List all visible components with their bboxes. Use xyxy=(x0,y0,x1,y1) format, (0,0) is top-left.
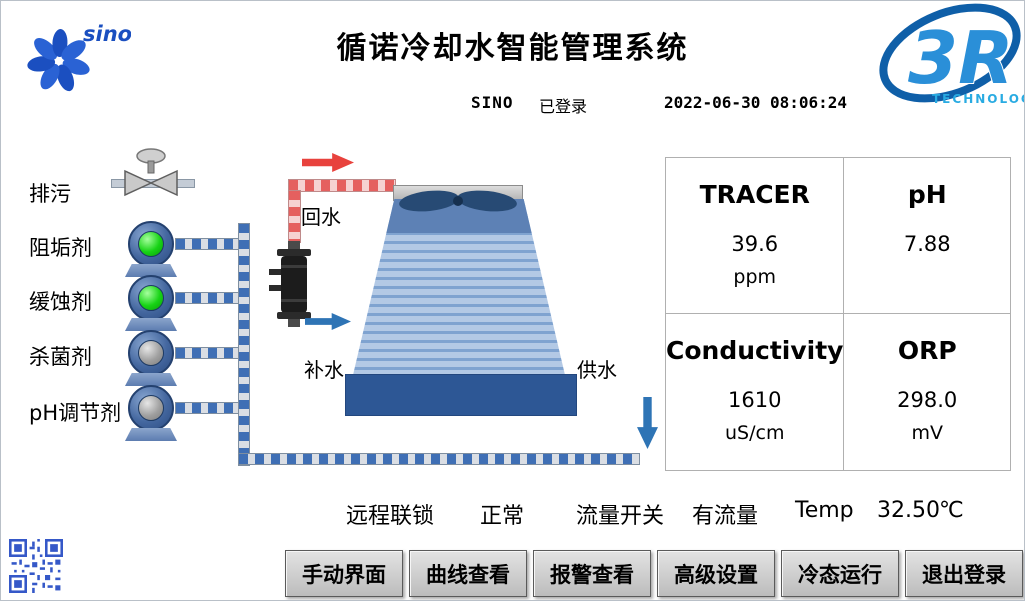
dosing-branch-pipe xyxy=(175,238,239,250)
makeup-water-label: 补水 xyxy=(304,358,344,382)
pump-body xyxy=(128,330,174,376)
scale-inhibitor-label: 阻垢剂 xyxy=(29,236,92,260)
corrosion-inhibitor-label: 缓蚀剂 xyxy=(29,290,92,314)
pump-status-indicator xyxy=(138,231,164,257)
login-status: 已登录 xyxy=(539,97,588,116)
3r-logo-subtext: TECHNOLOGY xyxy=(932,92,1024,106)
cold-run-button[interactable]: 冷态运行 xyxy=(781,550,899,597)
pump-status-indicator xyxy=(138,340,164,366)
qr-code xyxy=(9,539,63,593)
pump-status-indicator xyxy=(138,395,164,421)
dosing-branch-pipe xyxy=(175,402,239,414)
reading-name: pH xyxy=(907,180,947,209)
tower-basin xyxy=(345,374,577,416)
alarms-view-button[interactable]: 报警查看 xyxy=(533,550,651,597)
supply-flow-arrow xyxy=(637,397,658,449)
reading-unit: mV xyxy=(911,422,943,444)
sino-logo-text: sino xyxy=(83,22,131,46)
drain-label: 排污 xyxy=(29,182,71,206)
curves-view-button[interactable]: 曲线查看 xyxy=(409,550,527,597)
return-pipe-horizontal xyxy=(288,179,396,192)
pump-body xyxy=(128,221,174,267)
pump-corrosion-inhibitor xyxy=(125,275,177,331)
nav-buttons: 手动界面 曲线查看 报警查看 高级设置 冷态运行 退出登录 xyxy=(285,550,1023,597)
flow-switch-value: 有流量 xyxy=(692,504,759,529)
pump-base xyxy=(125,264,177,277)
pump-base xyxy=(125,318,177,331)
manual-screen-button[interactable]: 手动界面 xyxy=(285,550,403,597)
remote-interlock-label: 远程联锁 xyxy=(346,504,435,529)
reading-name: Conductivity xyxy=(666,336,844,365)
pump-ph-regulator xyxy=(125,385,177,441)
temp-label: Temp xyxy=(795,498,854,523)
advanced-settings-button[interactable]: 高级设置 xyxy=(657,550,775,597)
3r-technology-logo: 3R TECHNOLOGY xyxy=(879,3,1024,106)
ph-regulator-label: pH调节剂 xyxy=(29,401,122,425)
page-title: 循诺冷却水智能管理系统 xyxy=(336,31,689,66)
sino-logo: sino xyxy=(27,22,131,92)
pump-status-indicator xyxy=(138,285,164,311)
reading-value: 7.88 xyxy=(903,232,951,256)
reading-unit: ppm xyxy=(733,266,777,288)
dosing-header-pipe xyxy=(238,223,250,466)
reading-value: 39.6 xyxy=(731,232,779,256)
pump-base xyxy=(125,428,177,441)
blowdown-valve-icon xyxy=(124,148,178,197)
3r-logo-text: 3R xyxy=(908,16,1014,100)
bottom-circulation-pipe xyxy=(238,453,640,465)
flow-switch-label: 流量开关 xyxy=(576,504,665,529)
readings-panel: TRACER 39.6 ppm pH 7.88 Conductivity 161… xyxy=(665,157,1011,471)
pump-body xyxy=(128,385,174,431)
logged-user: SINO xyxy=(471,93,514,112)
supply-water-label: 供水 xyxy=(577,358,617,382)
reading-conductivity: Conductivity 1610 uS/cm xyxy=(666,314,845,470)
dosing-branch-pipe xyxy=(175,292,239,304)
sensor-column xyxy=(269,241,311,327)
reading-tracer: TRACER 39.6 ppm xyxy=(666,158,845,314)
return-flow-arrow xyxy=(302,153,354,172)
pump-scale-inhibitor xyxy=(125,221,177,277)
temp-unit: ℃ xyxy=(939,498,964,523)
reading-unit: uS/cm xyxy=(725,422,785,444)
cooling-tower-fan-icon xyxy=(399,190,517,212)
temp-value: 32.50 xyxy=(877,498,940,523)
return-pipe-vertical xyxy=(288,190,301,243)
logout-button[interactable]: 退出登录 xyxy=(905,550,1023,597)
pump-biocide xyxy=(125,330,177,386)
reading-ph: pH 7.88 xyxy=(844,158,1010,314)
reading-orp: ORP 298.0 mV xyxy=(844,314,1010,470)
reading-name: TRACER xyxy=(699,180,810,209)
return-water-label: 回水 xyxy=(301,205,341,229)
reading-value: 1610 xyxy=(728,388,782,412)
pump-body xyxy=(128,275,174,321)
reading-value: 298.0 xyxy=(897,388,958,412)
dosing-branch-pipe xyxy=(175,347,239,359)
pump-base xyxy=(125,373,177,386)
reading-name: ORP xyxy=(897,336,957,365)
cooling-tower xyxy=(353,199,565,375)
biocide-label: 杀菌剂 xyxy=(29,345,92,369)
remote-interlock-value: 正常 xyxy=(480,504,525,529)
datetime: 2022-06-30 08:06:24 xyxy=(664,93,848,112)
